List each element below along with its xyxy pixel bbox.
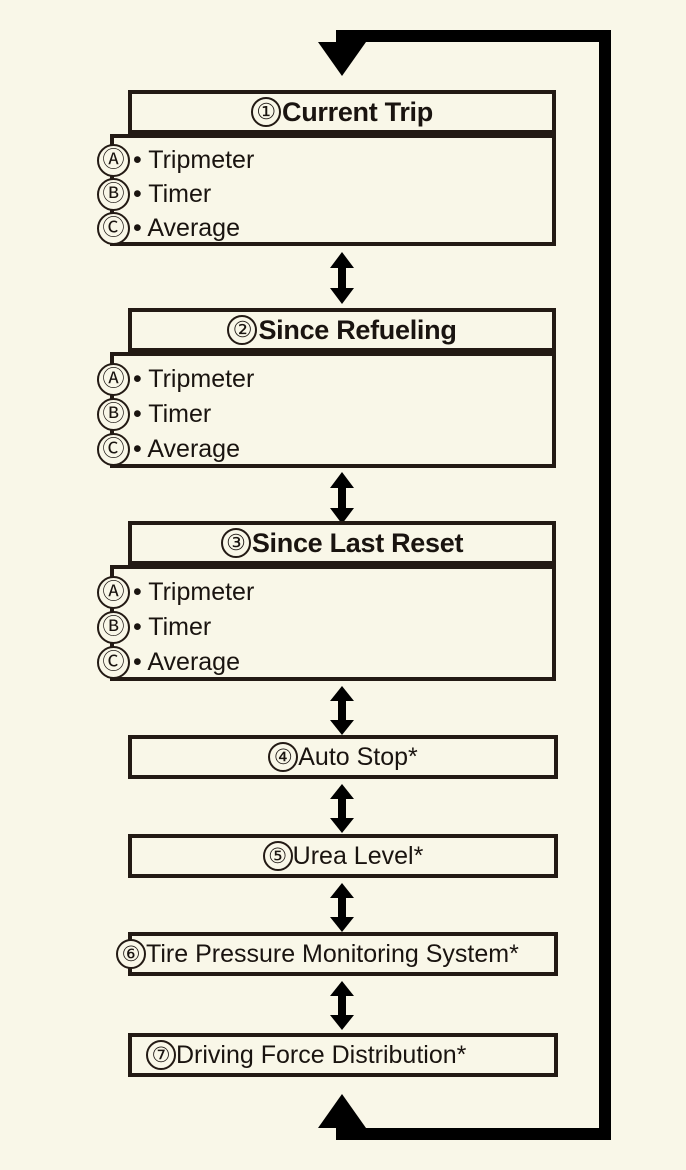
group-2-item-2[interactable]: Ⓒ • Average <box>97 432 240 466</box>
item-badge-b-icon: Ⓑ <box>97 177 130 211</box>
group-1-item-0[interactable]: Ⓐ • Tripmeter <box>97 143 254 177</box>
item-7-box[interactable]: ⑦ Driving Force Distribution* <box>128 1033 558 1077</box>
group-2-title-box[interactable]: ② Since Refueling <box>128 308 556 352</box>
group-1-item-0-label: • Tripmeter <box>133 145 255 174</box>
connector-arrow-3-4 <box>330 686 354 735</box>
item-badge-a-icon: Ⓐ <box>97 362 130 396</box>
item-5-box[interactable]: ⑤ Urea Level* <box>128 834 558 878</box>
item-badge-b-icon: Ⓑ <box>97 397 130 431</box>
group-1-number-badge: ① <box>251 97 282 127</box>
connector-arrow-1-2 <box>330 252 354 304</box>
group-3-item-0[interactable]: Ⓐ • Tripmeter <box>97 575 254 609</box>
item-6-number-badge: ⑥ <box>116 939 146 969</box>
item-4-number-badge: ④ <box>268 742 299 772</box>
group-2-item-0[interactable]: Ⓐ • Tripmeter <box>97 362 254 396</box>
group-3-item-2[interactable]: Ⓒ • Average <box>97 645 240 679</box>
group-3-item-1[interactable]: Ⓑ • Timer <box>97 610 211 644</box>
connector-arrow-2-3 <box>330 472 354 524</box>
item-badge-a-icon: Ⓐ <box>97 575 130 609</box>
connector-arrow-5-6 <box>330 883 354 932</box>
group-2-item-1-label: • Timer <box>133 399 212 428</box>
group-1-body-box[interactable]: Ⓐ • Tripmeter Ⓑ • Timer Ⓒ • Average <box>97 134 556 246</box>
group-3-title-label: Since Last Reset <box>251 527 464 558</box>
group-1-item-1-label: • Timer <box>133 179 212 208</box>
item-badge-c-icon: Ⓒ <box>97 645 130 679</box>
item-7-number-badge: ⑦ <box>146 1040 176 1070</box>
item-badge-b-icon: Ⓑ <box>97 610 130 644</box>
group-2-title-label: Since Refueling <box>258 314 457 345</box>
item-5-label: Urea Level* <box>292 841 424 870</box>
group-1-item-2-label: • Average <box>133 213 240 242</box>
group-3-title-box[interactable]: ③ Since Last Reset <box>128 521 556 565</box>
group-2-body-box[interactable]: Ⓐ • Tripmeter Ⓑ • Timer Ⓒ • Average <box>97 352 556 468</box>
group-2-item-0-label: • Tripmeter <box>133 364 255 393</box>
group-3-number-badge: ③ <box>220 528 251 558</box>
group-2-number-badge: ② <box>227 315 258 345</box>
group-3-item-2-label: • Average <box>133 647 240 676</box>
group-1-title-label: Current Trip <box>282 96 433 127</box>
item-4-box[interactable]: ④ Auto Stop* <box>128 735 558 779</box>
group-3-body-box[interactable]: Ⓐ • Tripmeter Ⓑ • Timer Ⓒ • Average <box>97 565 556 681</box>
connector-arrow-4-5 <box>330 784 354 833</box>
item-badge-c-icon: Ⓒ <box>97 432 130 466</box>
group-1-title-box[interactable]: ① Current Trip <box>128 90 556 134</box>
item-6-label: Tire Pressure Monitoring System* <box>146 939 519 968</box>
group-1-item-2[interactable]: Ⓒ • Average <box>97 211 240 245</box>
item-4-label: Auto Stop* <box>298 742 418 771</box>
group-2-item-2-label: • Average <box>133 434 240 463</box>
item-7-label: Driving Force Distribution* <box>176 1040 467 1069</box>
connector-arrow-6-7 <box>330 981 354 1030</box>
group-3-item-0-label: • Tripmeter <box>133 577 255 606</box>
item-badge-a-icon: Ⓐ <box>97 143 130 177</box>
group-2-item-1[interactable]: Ⓑ • Timer <box>97 397 211 431</box>
item-6-box[interactable]: ⑥ Tire Pressure Monitoring System* <box>116 932 558 976</box>
group-3-item-1-label: • Timer <box>133 612 212 641</box>
group-1-item-1[interactable]: Ⓑ • Timer <box>97 177 211 211</box>
item-5-number-badge: ⑤ <box>262 841 293 871</box>
item-badge-c-icon: Ⓒ <box>97 211 130 245</box>
